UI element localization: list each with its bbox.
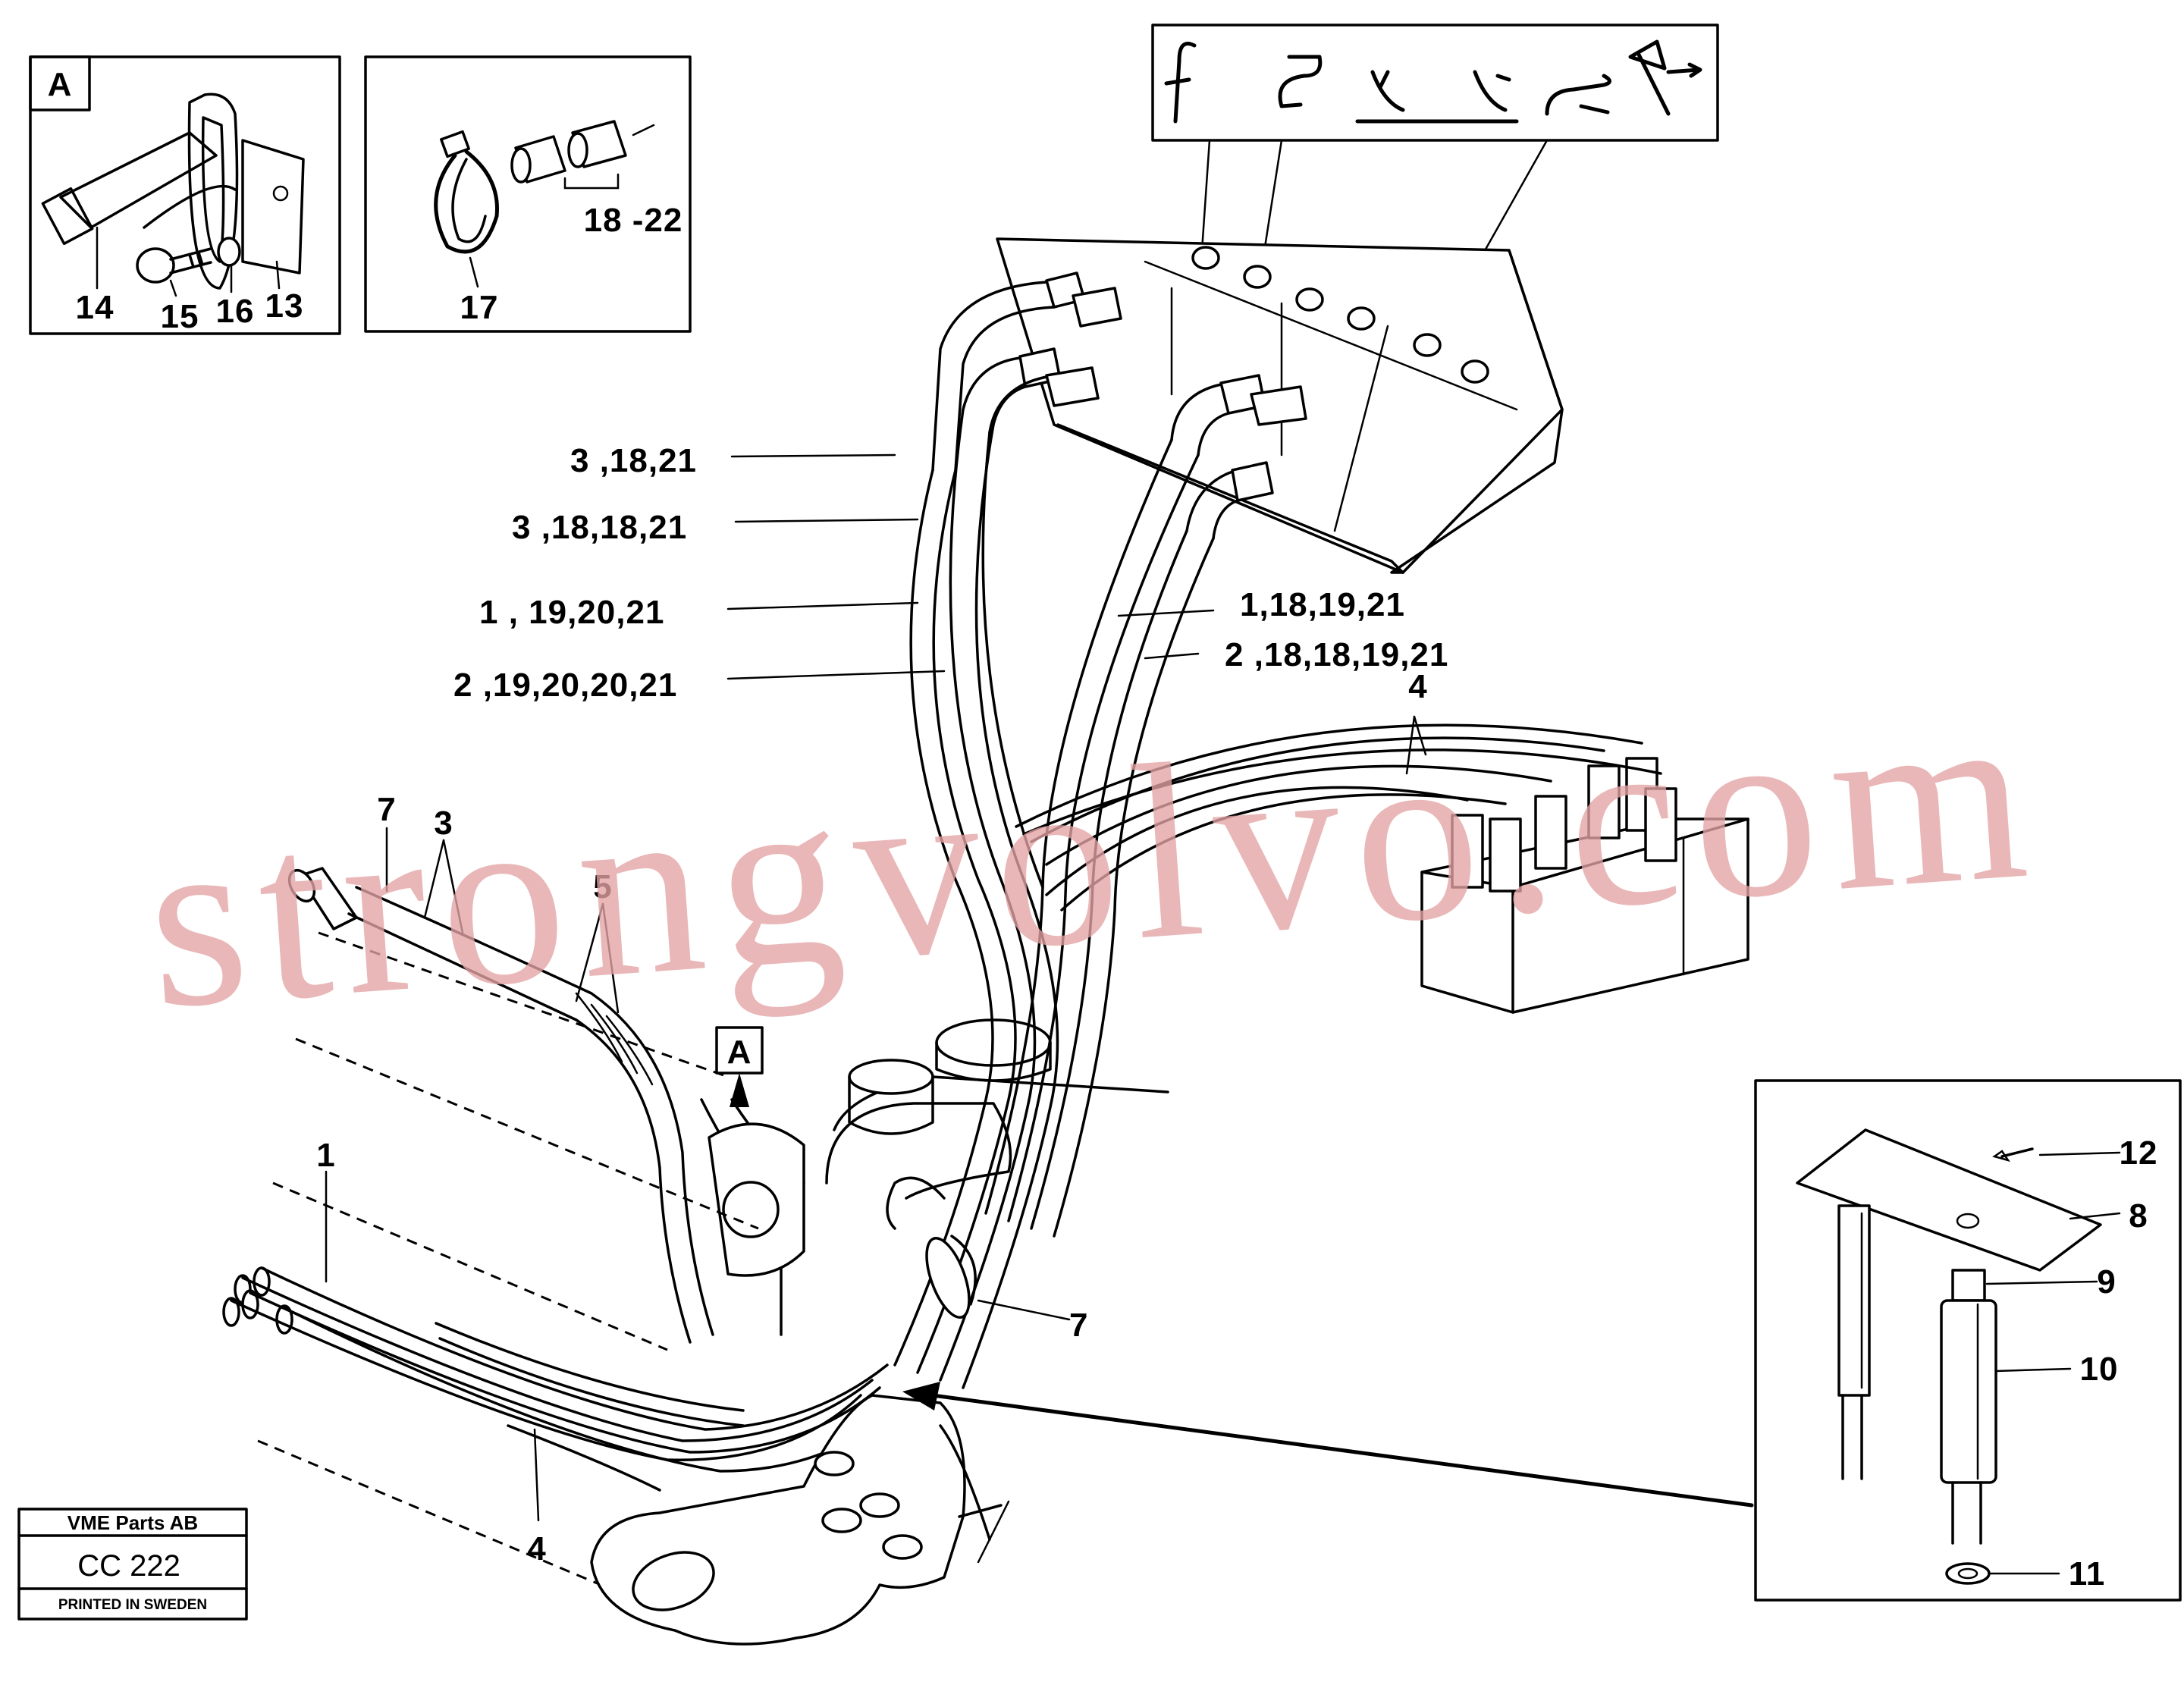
label-12: 12 [2120, 1134, 2158, 1172]
label-14: 14 [76, 289, 115, 326]
detail-a-tag: A [48, 66, 73, 103]
hose-labels-right: 1,18,19,21 2 ,18,18,19,21 [1117, 586, 1448, 673]
secondary-valve-block: 4 [1015, 668, 1749, 1014]
valve-caps [1191, 246, 1489, 384]
label-8: 8 [2129, 1197, 2148, 1235]
stamp-company: VME Parts AB [67, 1511, 198, 1534]
label-3-left: 3 [434, 805, 453, 842]
label-17: 17 [460, 289, 499, 326]
dipper-out-icon [1355, 70, 1443, 124]
label-10: 10 [2080, 1351, 2119, 1388]
label-15: 15 [161, 298, 199, 335]
label-11: 11 [2069, 1555, 2106, 1592]
lower-pipes-base: 1 4 [222, 931, 1010, 1646]
hose-bundle-main [893, 271, 1307, 1389]
label-9: 9 [2097, 1263, 2116, 1301]
label-18-22: 18 -22 [584, 202, 683, 239]
label-hose-2-18-18-19-21: 2 ,18,18,19,21 [1225, 636, 1448, 673]
detail-a-box: A 14 15 16 13 [29, 55, 341, 335]
title-stamp: VME Parts AB CC 222 PRINTED IN SWEDEN [17, 1508, 248, 1621]
boom-frame: 7 [700, 1018, 1169, 1344]
label-4-block: 4 [1408, 668, 1427, 705]
label-7-lower: 7 [1069, 1307, 1088, 1344]
detail-clamp-box: 17 18 -22 [364, 55, 692, 333]
label-hose-3-18-21: 3 ,18,21 [570, 442, 697, 479]
boom-raise-icon [1164, 42, 1197, 124]
control-symbols-box [1151, 24, 1719, 142]
boom-lower-icon [1278, 55, 1323, 108]
label-1-lower: 1 [316, 1137, 335, 1174]
detail-arrow [902, 1382, 1754, 1508]
view-marker-a-label: A [727, 1034, 752, 1071]
view-marker-a: A [715, 1026, 764, 1107]
watermark-text: strongvolvo.com [140, 653, 2048, 1062]
hose-clamp-drawing [434, 130, 499, 254]
label-hose-1-18-19-21: 1,18,19,21 [1240, 586, 1405, 623]
label-7-left: 7 [377, 791, 396, 828]
stamp-footer: PRINTED IN SWEDEN [58, 1597, 207, 1613]
label-5: 5 [593, 868, 612, 905]
left-pipe-assembly: 7 3 5 [287, 791, 714, 1344]
label-hose-3-18-18-21: 3 ,18,18,21 [512, 509, 687, 546]
label-hose-2-19-20-20-21: 2 ,19,20,20,21 [453, 667, 677, 704]
label-16: 16 [216, 293, 255, 330]
stamp-code: CC 222 [77, 1549, 180, 1583]
label-4-lower: 4 [527, 1530, 546, 1567]
dipper-in-icon [1439, 70, 1519, 124]
bucket-curl-icon [1545, 74, 1611, 116]
detail-valve-box: 12 8 9 10 11 [1754, 1079, 2182, 1602]
label-13: 13 [265, 287, 304, 325]
label-hose-1-19-20-21: 1 , 19,20,21 [479, 594, 664, 631]
hammer-tool-icon [1628, 39, 1702, 116]
strap-clamp-drawing [41, 93, 305, 290]
hose-labels-left: 3 ,18,21 3 ,18,18,21 1 , 19,20,21 2 ,19,… [453, 442, 946, 704]
spacer-sleeves-drawing [510, 120, 655, 184]
